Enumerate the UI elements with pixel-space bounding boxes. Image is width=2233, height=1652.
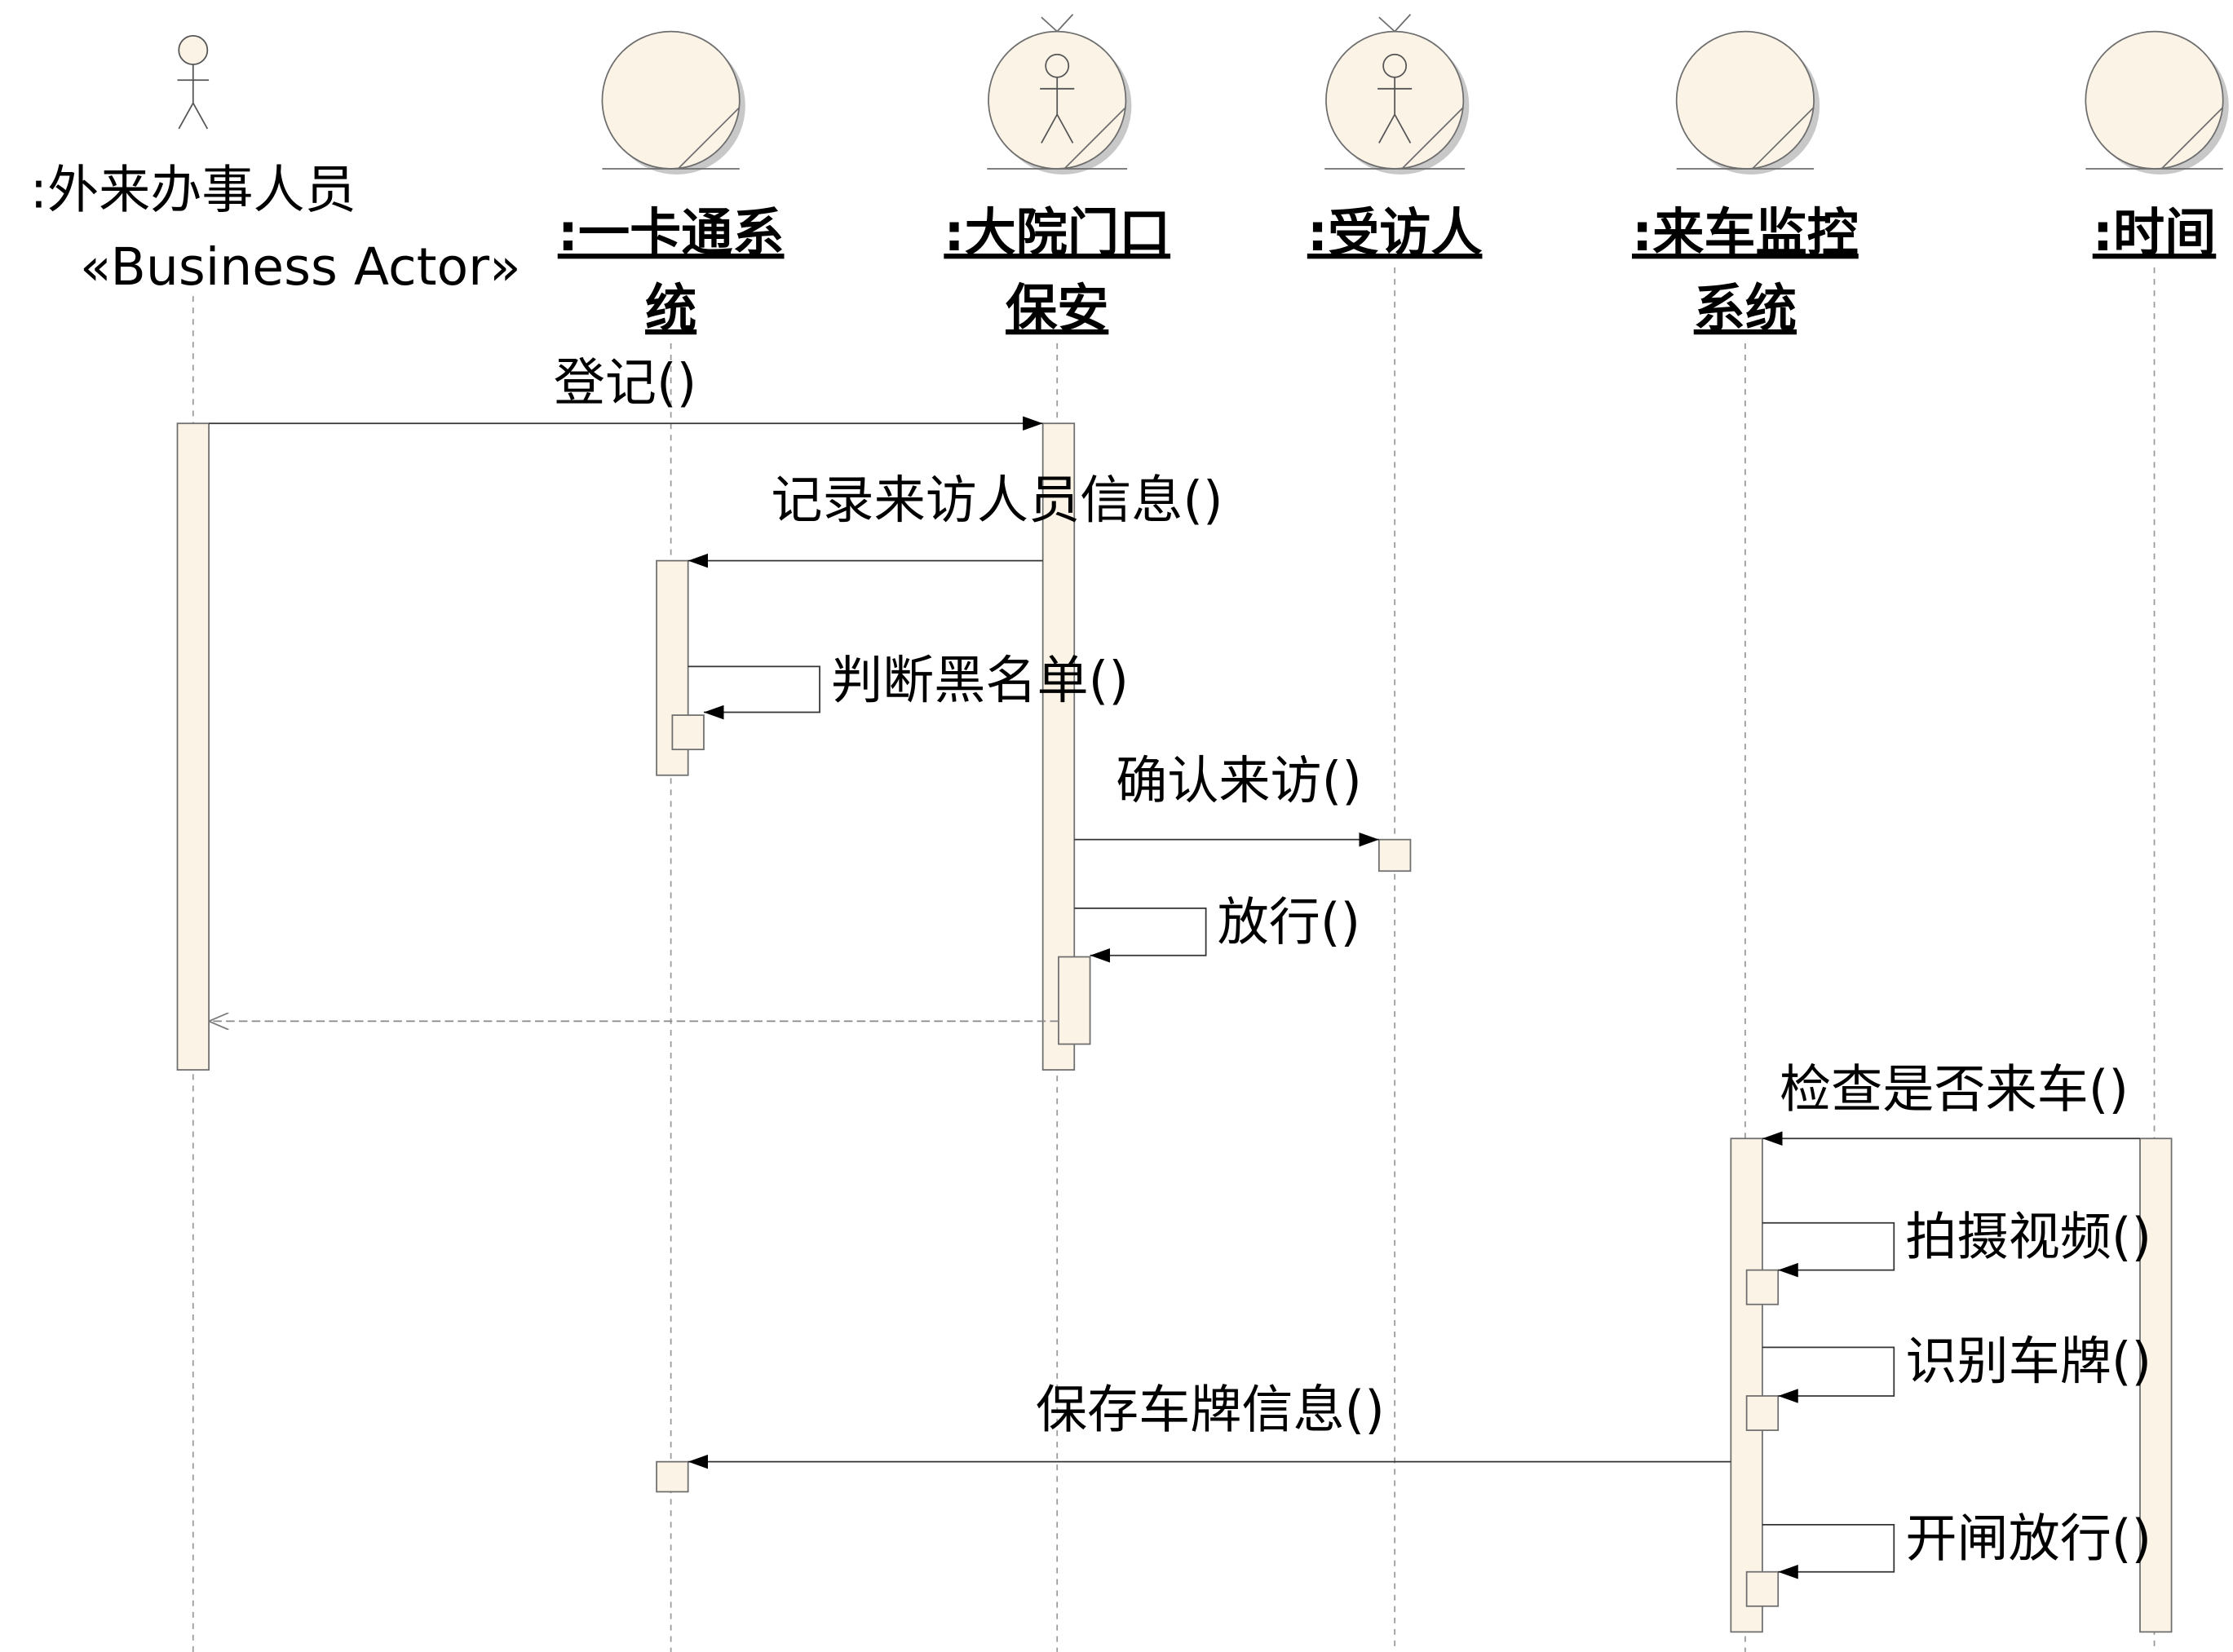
business-entity-icon: [2085, 30, 2229, 175]
stick-figure-icon: [177, 35, 210, 130]
participant-time: :时间: [2085, 30, 2229, 263]
message-save-label: 保存车牌信息(): [1036, 1380, 1385, 1440]
business-entity-icon: [601, 30, 745, 175]
message-labels: 登记() 记录来访人员信息() 判断黑名单() 确认来访() 放行() 检查是否…: [554, 352, 2151, 1568]
message-check-label: 检查是否来车(): [1780, 1059, 2129, 1120]
participant-visitor: :外来办事人员 «Business Actor»: [30, 35, 521, 297]
participant-card-name-line1: :一卡通系: [558, 202, 785, 263]
message-register-label: 登记(): [554, 352, 697, 413]
activation-host: [1377, 838, 1412, 872]
activation-guard-self: [1058, 956, 1091, 1045]
business-worker-icon: [987, 14, 1132, 175]
participant-guard-name-line1: :大院门口: [944, 202, 1170, 263]
activation-card-save: [656, 1460, 689, 1493]
participants: :外来办事人员 «Business Actor» :一卡通系 统: [30, 14, 2229, 338]
participant-monitor-name-line2: 系统: [1694, 278, 1797, 338]
message-confirm-label: 确认来访(): [1116, 750, 1362, 811]
participant-host-name: :受访人: [1307, 202, 1483, 263]
participant-card: :一卡通系 统: [558, 30, 785, 338]
activation-visitor: [176, 422, 210, 1071]
activation-bars: [176, 422, 2173, 1633]
message-release-arrow: [1074, 907, 1207, 963]
participant-host: :受访人: [1307, 14, 1483, 263]
activation-monitor-gate: [1745, 1570, 1780, 1607]
message-gate-arrow: [1762, 1523, 1895, 1579]
participant-visitor-name: :外来办事人员: [30, 159, 356, 219]
participant-guard: :大院门口 保安: [944, 14, 1170, 338]
message-video-arrow: [1762, 1221, 1895, 1278]
message-record-label: 记录来访人员信息(): [771, 470, 1223, 530]
message-plate-label: 识别车牌(): [1905, 1331, 2151, 1391]
messages: [209, 416, 2140, 1579]
participant-guard-name-line2: 保安: [1006, 278, 1108, 338]
message-release-label: 放行(): [1218, 891, 1361, 952]
message-blacklist-label: 判断黑名单(): [831, 650, 1129, 710]
participant-monitor: :来车监控 系统: [1632, 30, 1859, 338]
participant-card-name-line2: 统: [645, 278, 696, 338]
activation-monitor-plate: [1745, 1395, 1780, 1431]
activation-card-self: [671, 714, 705, 751]
participant-monitor-name-line1: :来车监控: [1632, 202, 1859, 263]
business-entity-icon: [1675, 30, 1820, 175]
participant-visitor-stereotype: «Business Actor»: [80, 236, 521, 297]
activation-time: [2139, 1137, 2173, 1633]
message-video-label: 拍摄视频(): [1905, 1206, 2151, 1266]
participant-time-name: :时间: [2093, 202, 2217, 263]
business-worker-icon: [1324, 14, 1470, 175]
message-plate-arrow: [1762, 1346, 1895, 1403]
activation-monitor: [1730, 1137, 1763, 1633]
message-blacklist-arrow: [688, 665, 820, 720]
message-gate-label: 开闸放行(): [1905, 1508, 2151, 1568]
activation-monitor-video: [1745, 1269, 1780, 1305]
